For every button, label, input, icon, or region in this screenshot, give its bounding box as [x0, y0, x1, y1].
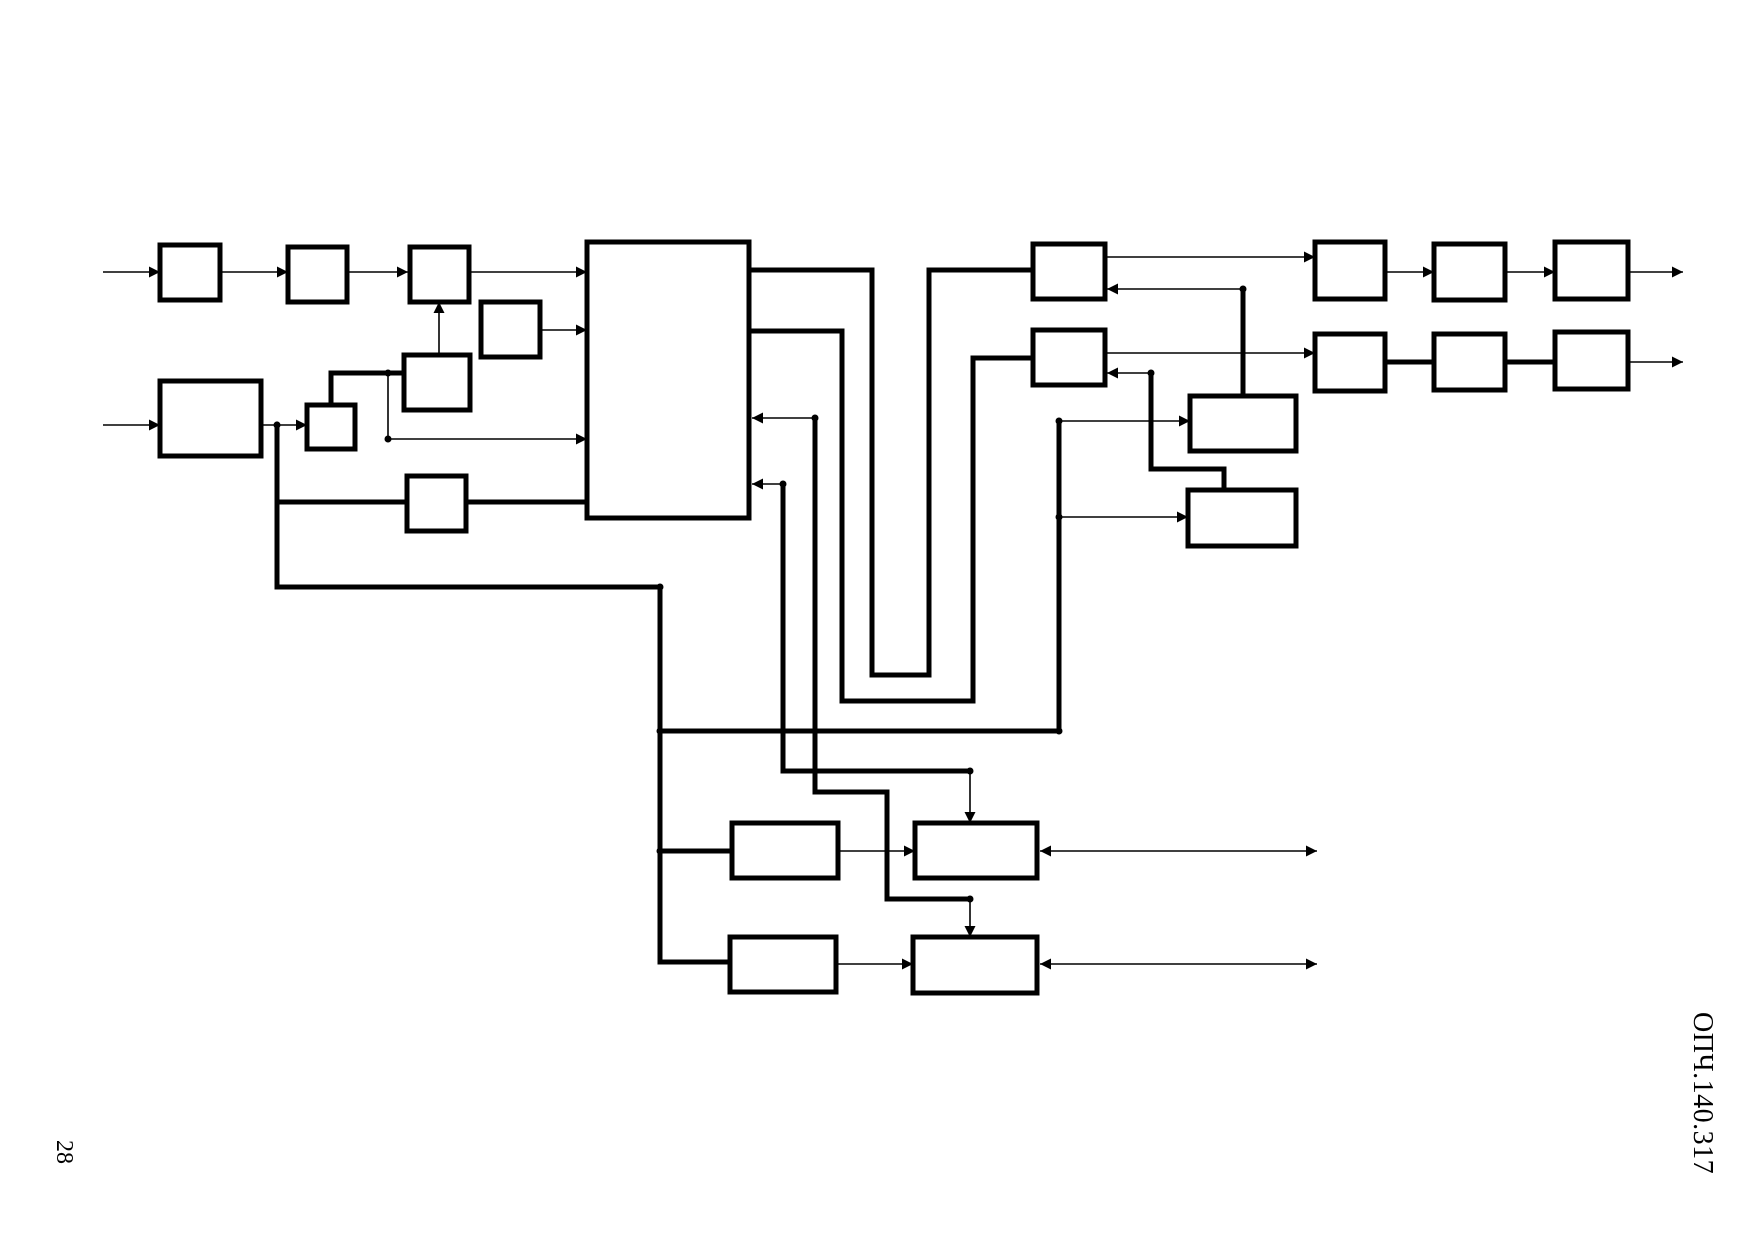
junction — [656, 847, 664, 855]
junction — [811, 414, 819, 422]
junction — [779, 480, 787, 488]
block-rr-top-1 — [1312, 239, 1388, 302]
signal-lines — [103, 251, 1683, 970]
junction — [1055, 513, 1063, 521]
block-right-top — [1030, 241, 1108, 302]
junction — [656, 727, 664, 735]
block-fb-lower — [1185, 487, 1299, 549]
junction — [966, 767, 974, 775]
bus-lower-u — [744, 328, 1036, 704]
bus-small-node — [328, 370, 407, 408]
block-rr-top-2 — [1431, 241, 1508, 303]
block-large-left — [157, 378, 264, 459]
page-number: 28 — [51, 1140, 77, 1164]
block-aux — [478, 299, 543, 360]
block-rr-mid-3 — [1552, 329, 1631, 392]
block-bot-low-1 — [727, 934, 839, 995]
junction — [1239, 285, 1247, 293]
block-right-mid — [1030, 327, 1108, 388]
block-bot-low-2 — [910, 934, 1040, 996]
blocks — [157, 239, 1631, 996]
block-bot-mid-2 — [912, 820, 1040, 881]
block-node — [404, 473, 469, 534]
block-rr-mid-2 — [1431, 331, 1508, 393]
bus-lines — [274, 267, 1558, 965]
block-small — [304, 402, 358, 452]
junction — [656, 583, 664, 591]
junction — [384, 435, 392, 443]
junctions — [273, 285, 1247, 903]
block-mid — [401, 352, 473, 413]
bus-upper-u — [744, 267, 1034, 678]
document-code: ОПЧ.140.317 — [1687, 1012, 1718, 1175]
block-input-2 — [285, 244, 350, 305]
block-rr-top-3 — [1552, 239, 1631, 302]
junction — [1055, 727, 1063, 735]
bus-return-a — [780, 481, 973, 774]
junction — [384, 369, 392, 377]
block-input-1 — [157, 242, 223, 303]
junction — [273, 421, 281, 429]
junction — [1147, 369, 1155, 377]
block-rr-mid-1 — [1312, 331, 1388, 394]
block-bot-mid-1 — [729, 820, 841, 881]
bus-return-b — [812, 415, 973, 902]
block-main — [584, 239, 752, 521]
junction — [966, 895, 974, 903]
junction — [1055, 417, 1063, 425]
block-input-3 — [407, 244, 472, 305]
block-fb-upper — [1187, 393, 1299, 454]
